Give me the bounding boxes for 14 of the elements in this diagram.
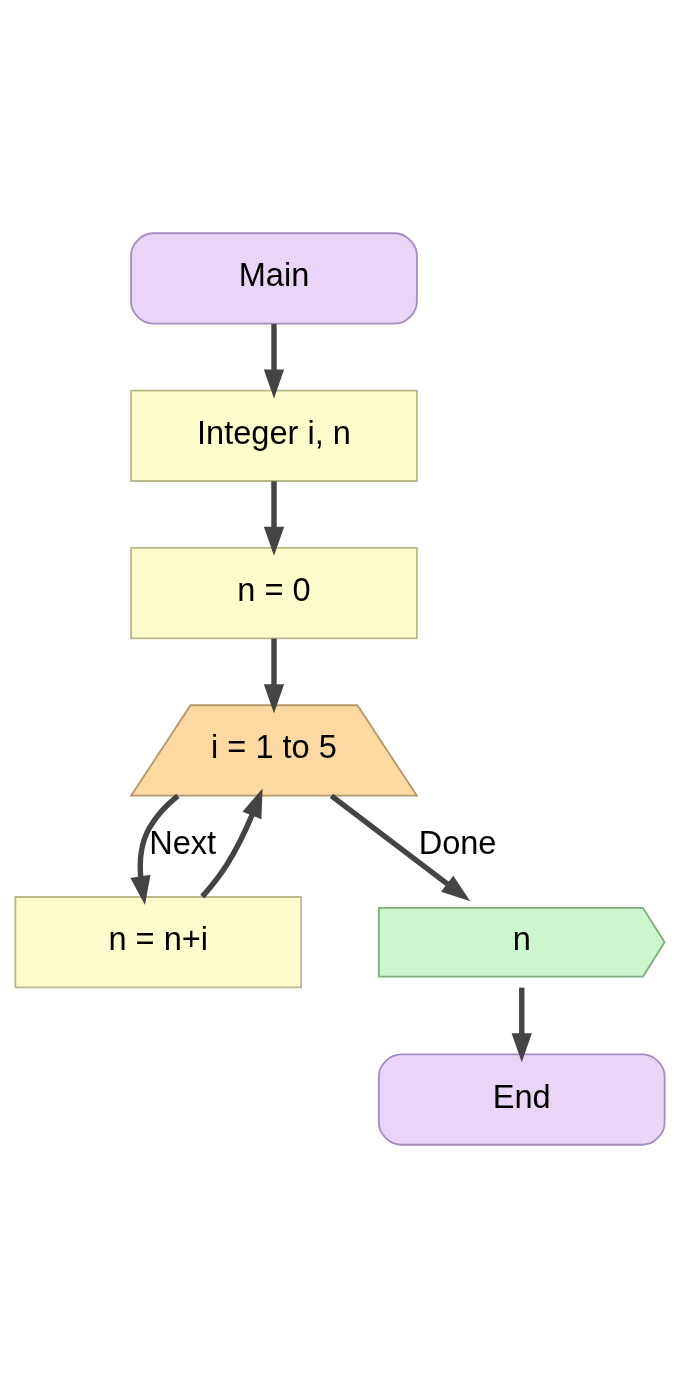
node-box: Integer i, n: [130, 389, 418, 482]
arrow: [329, 793, 471, 902]
arrow: [130, 793, 180, 906]
arrow: [263, 481, 285, 556]
arrow: [263, 323, 285, 399]
arrow: [200, 788, 263, 899]
node-box: n = n+i: [14, 896, 303, 989]
node-box: n = 0: [130, 547, 418, 640]
edge-label: Done: [418, 825, 497, 862]
node-box: Main: [130, 232, 418, 325]
arrow: [511, 987, 532, 1063]
node-box: End: [377, 1053, 666, 1146]
arrow: [263, 638, 285, 714]
edge-label: Next: [149, 825, 217, 862]
